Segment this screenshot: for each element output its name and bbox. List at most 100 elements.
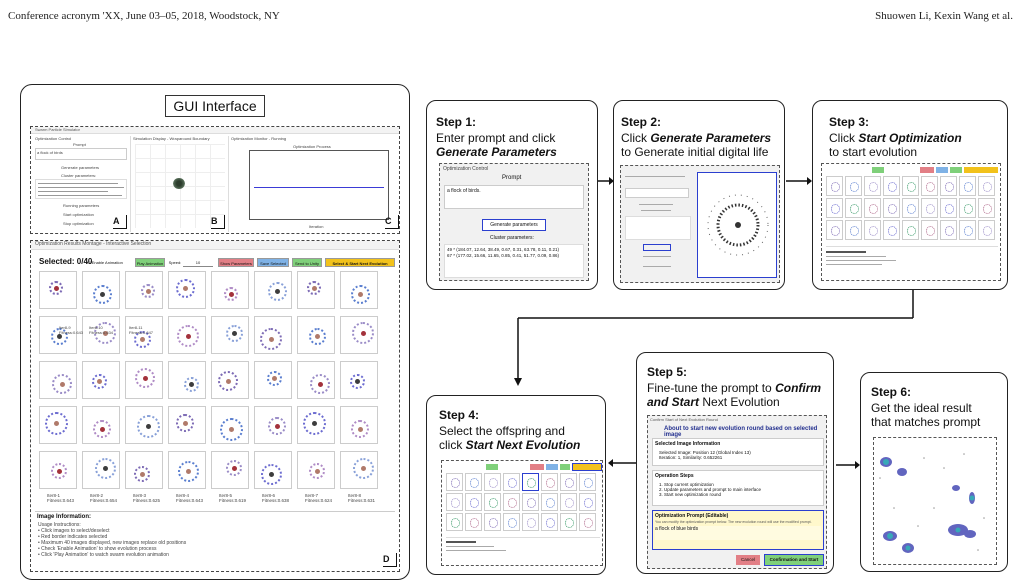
show-parameters-button[interactable]: Show Parameters (218, 258, 254, 267)
montage-tile[interactable] (297, 361, 335, 399)
thumbnail-tile[interactable] (465, 473, 482, 491)
montage-tile[interactable] (82, 406, 120, 444)
thumbnail-tile[interactable] (503, 513, 520, 531)
thumbnail-tile[interactable] (845, 176, 862, 196)
thumbnail-tile[interactable] (541, 493, 558, 511)
s5-prompt-input[interactable]: a flock of blue birds (655, 526, 821, 540)
thumbnail-tile[interactable] (579, 473, 596, 491)
montage-tile[interactable] (39, 316, 77, 354)
thumbnail-tile[interactable] (465, 513, 482, 531)
thumbnail-tile[interactable] (959, 220, 976, 240)
montage-tile[interactable] (254, 406, 292, 444)
montage-tile[interactable] (82, 451, 120, 489)
thumbnail-tile[interactable] (560, 473, 577, 491)
montage-tile[interactable] (297, 406, 335, 444)
thumbnail-tile[interactable] (978, 176, 995, 196)
thumbnail-tile[interactable] (484, 513, 501, 531)
montage-tile[interactable] (39, 451, 77, 489)
thumbnail-tile[interactable] (503, 493, 520, 511)
thumbnail-tile[interactable] (560, 513, 577, 531)
thumbnail-tile[interactable] (560, 493, 577, 511)
thumbnail-tile[interactable] (522, 473, 539, 491)
thumbnail-tile[interactable] (864, 220, 881, 240)
thumbnail-tile[interactable] (541, 473, 558, 491)
panel-a-start-button[interactable]: Start optimization (63, 212, 94, 217)
thumbnail-tile[interactable] (940, 198, 957, 218)
thumbnail-tile[interactable] (446, 473, 463, 491)
thumbnail-tile[interactable] (845, 220, 862, 240)
montage-tile[interactable] (168, 361, 206, 399)
montage-tile[interactable] (297, 271, 335, 309)
thumbnail-tile[interactable] (845, 198, 862, 218)
montage-tile[interactable] (211, 406, 249, 444)
thumbnail-tile[interactable] (484, 493, 501, 511)
montage-tile[interactable] (211, 316, 249, 354)
thumbnail-tile[interactable] (940, 176, 957, 196)
montage-tile[interactable] (340, 361, 378, 399)
montage-tile[interactable] (39, 361, 77, 399)
montage-tile[interactable] (340, 271, 378, 309)
send-to-unity-button[interactable]: Send to Unity (292, 258, 322, 267)
thumbnail-tile[interactable] (826, 176, 843, 196)
thumbnail-tile[interactable] (522, 493, 539, 511)
thumbnail-tile[interactable] (446, 513, 463, 531)
montage-tile[interactable] (340, 451, 378, 489)
thumbnail-tile[interactable] (940, 220, 957, 240)
s5-cancel-button[interactable]: Cancel (736, 555, 760, 565)
montage-tile[interactable] (168, 451, 206, 489)
montage-tile[interactable] (125, 316, 163, 354)
thumbnail-tile[interactable] (826, 220, 843, 240)
montage-tile[interactable] (254, 361, 292, 399)
play-animation-button[interactable]: Play Animation (135, 258, 165, 267)
save-selected-button[interactable]: Save Selected (257, 258, 289, 267)
montage-tile[interactable] (211, 361, 249, 399)
thumbnail-tile[interactable] (446, 493, 463, 511)
montage-tile[interactable] (254, 271, 292, 309)
thumbnail-tile[interactable] (465, 493, 482, 511)
thumbnail-tile[interactable] (959, 198, 976, 218)
thumbnail-tile[interactable] (921, 220, 938, 240)
montage-tile[interactable] (254, 451, 292, 489)
thumbnail-tile[interactable] (864, 198, 881, 218)
montage-tile[interactable] (168, 406, 206, 444)
montage-tile[interactable] (82, 361, 120, 399)
s1-prompt-input[interactable]: a flock of birds. (444, 185, 584, 209)
montage-tile[interactable] (168, 316, 206, 354)
thumbnail-tile[interactable] (902, 176, 919, 196)
montage-tile[interactable] (39, 406, 77, 444)
enable-animation-checkbox[interactable]: ☐ Enable Animation (87, 260, 123, 265)
thumbnail-tile[interactable] (864, 176, 881, 196)
thumbnail-tile[interactable] (579, 493, 596, 511)
thumbnail-tile[interactable] (484, 473, 501, 491)
thumbnail-tile[interactable] (883, 220, 900, 240)
speed-slider[interactable]: 10 (183, 258, 213, 267)
thumbnail-tile[interactable] (579, 513, 596, 531)
thumbnail-tile[interactable] (883, 176, 900, 196)
panel-a-generate-button[interactable]: Generate parameters (61, 165, 100, 170)
panel-a-prompt-input[interactable]: a flock of birds (35, 148, 127, 160)
montage-tile[interactable] (82, 316, 120, 354)
montage-tile[interactable] (125, 406, 163, 444)
montage-tile[interactable] (211, 271, 249, 309)
montage-tile[interactable] (39, 271, 77, 309)
montage-tile[interactable] (168, 271, 206, 309)
montage-tile[interactable] (297, 451, 335, 489)
thumbnail-tile[interactable] (921, 198, 938, 218)
montage-tile[interactable] (297, 316, 335, 354)
s1-generate-button[interactable]: Generate parameters (482, 219, 546, 231)
thumbnail-tile[interactable] (978, 198, 995, 218)
thumbnail-tile[interactable] (522, 513, 539, 531)
montage-tile[interactable] (125, 271, 163, 309)
thumbnail-tile[interactable] (959, 176, 976, 196)
thumbnail-tile[interactable] (921, 176, 938, 196)
montage-tile[interactable] (125, 451, 163, 489)
thumbnail-tile[interactable] (503, 473, 520, 491)
thumbnail-tile[interactable] (978, 220, 995, 240)
thumbnail-tile[interactable] (541, 513, 558, 531)
thumbnail-tile[interactable] (902, 220, 919, 240)
montage-tile[interactable] (211, 451, 249, 489)
thumbnail-tile[interactable] (826, 198, 843, 218)
panel-a-stop-button[interactable]: Stop optimization (63, 221, 94, 226)
thumbnail-tile[interactable] (902, 198, 919, 218)
montage-tile[interactable] (340, 316, 378, 354)
